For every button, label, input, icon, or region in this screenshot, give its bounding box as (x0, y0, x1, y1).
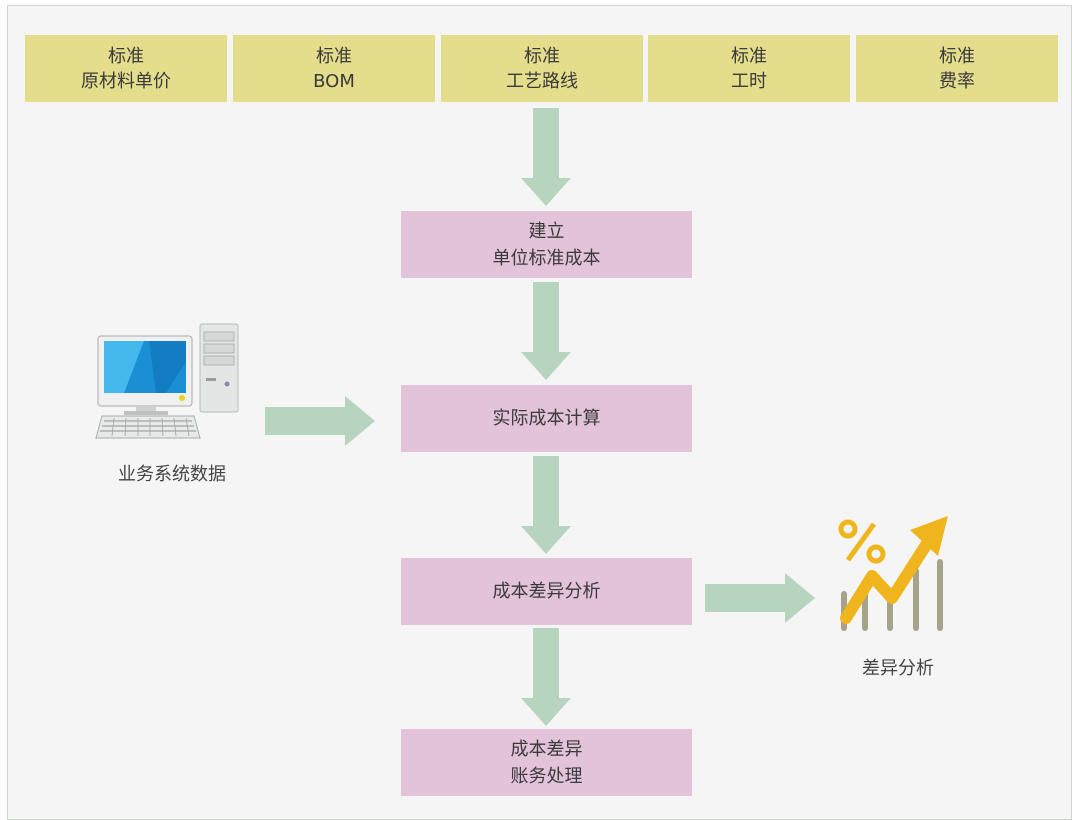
top-box-line2: 工艺路线 (506, 70, 578, 92)
step-variance-accounting: 成本差异 账务处理 (401, 729, 692, 796)
top-box-material-price: 标准 原材料单价 (25, 35, 227, 102)
step-line2: 单位标准成本 (492, 247, 601, 269)
arrow-right-output (705, 573, 815, 623)
arrow-down-3 (521, 456, 571, 554)
top-box-line2: BOM (313, 70, 355, 92)
top-box-line1: 标准 (108, 45, 144, 67)
step-line2: 账务处理 (510, 765, 583, 787)
output-label: 差异分析 (862, 658, 934, 679)
arrow-down-4 (521, 628, 571, 726)
top-box-rate: 标准 费率 (856, 35, 1058, 102)
computer-icon (95, 323, 239, 439)
step-line1: 建立 (528, 220, 565, 242)
top-box-labor-hours: 标准 工时 (648, 35, 850, 102)
arrow-down-1 (521, 108, 571, 206)
step-cost-variance-analysis: 成本差异分析 (401, 558, 692, 625)
step-line1: 成本差异分析 (492, 581, 601, 602)
top-box-line2: 费率 (939, 70, 975, 92)
top-box-bom: 标准 BOM (233, 35, 435, 102)
step-line1: 成本差异 (510, 738, 583, 760)
top-box-line2: 原材料单价 (81, 70, 171, 92)
step-line1: 实际成本计算 (492, 408, 601, 429)
arrow-right-source (265, 396, 375, 446)
arrow-down-2 (521, 282, 571, 380)
top-box-line2: 工时 (731, 70, 767, 92)
top-box-line1: 标准 (939, 45, 975, 67)
top-box-line1: 标准 (316, 45, 352, 67)
top-box-line1: 标准 (731, 45, 767, 67)
top-box-line1: 标准 (524, 45, 560, 67)
growth-chart-icon (838, 516, 948, 631)
source-label: 业务系统数据 (118, 464, 226, 485)
top-box-routing: 标准 工艺路线 (441, 35, 643, 102)
step-build-standard-cost: 建立 单位标准成本 (401, 211, 692, 278)
step-actual-cost-calc: 实际成本计算 (401, 385, 692, 452)
